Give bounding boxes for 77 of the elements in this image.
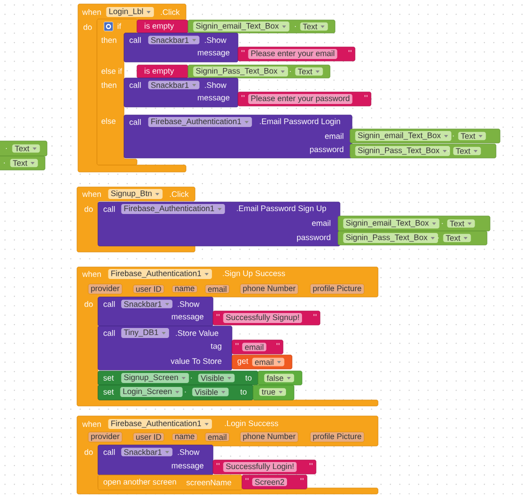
block-label: when <box>82 271 101 277</box>
block-label: do <box>84 449 93 455</box>
block-label: message <box>172 464 204 470</box>
block-label: .Email Password Login <box>260 118 340 126</box>
block-label: to <box>245 375 252 381</box>
block-label: .Show <box>178 301 200 307</box>
dropdown-field: Firebase_Authentication1 <box>148 117 252 127</box>
block-label: .Click <box>170 191 189 197</box>
block-label: .Sign Up Success <box>222 270 286 278</box>
block-label: email <box>325 133 344 139</box>
parameter-chip: email <box>205 284 230 294</box>
dropdown-field: true <box>259 388 286 396</box>
block-label: call <box>130 119 141 125</box>
block-label: else if <box>102 68 122 74</box>
parameter-chip: phone Number <box>240 284 298 294</box>
block-label: .Show <box>204 37 226 43</box>
block-label: password <box>310 146 344 154</box>
block-label: tag <box>210 344 222 350</box>
block-label: . <box>294 26 296 27</box>
block-label: . <box>4 162 5 164</box>
parameter-chip: user ID <box>133 284 164 294</box>
block-label: message <box>198 51 230 57</box>
block-label: then <box>101 37 116 43</box>
block-label: when <box>82 191 101 197</box>
parameter-chip: user ID <box>133 432 164 442</box>
block-label: else <box>102 118 116 124</box>
parameter-chip: provider <box>88 432 122 442</box>
block-label: email <box>312 220 330 226</box>
dropdown-field: Firebase_Authentication1 <box>108 269 212 279</box>
parameter-chip: provider <box>88 284 122 294</box>
block-label: set <box>103 389 114 395</box>
block-label: to <box>240 389 247 395</box>
block-label: .Login Success <box>224 420 278 428</box>
block-label: is empty <box>144 22 174 30</box>
block-label: open another screen <box>104 478 176 486</box>
block-label: .Show <box>178 449 200 455</box>
parameter-chip: email <box>205 432 230 442</box>
block-label: call <box>104 330 115 336</box>
parameter-chip: profile Picture <box>310 432 364 442</box>
parameter-chip: name <box>172 285 198 293</box>
parameter-chip: phone Number <box>240 432 298 442</box>
block-label: get <box>238 358 248 366</box>
block-label: do <box>84 24 92 30</box>
block-label: call <box>130 82 141 88</box>
block-label: .Email Password Sign Up <box>236 205 326 213</box>
block-label: do <box>84 301 93 307</box>
block-label: . <box>6 148 7 149</box>
block-label: call <box>104 206 115 212</box>
block-label: value To Store <box>170 358 222 364</box>
block-label: call <box>130 37 141 43</box>
block-label: when <box>82 421 101 427</box>
dropdown-field: Firebase_Authentication1 <box>121 204 225 214</box>
block-label: .Show <box>204 82 226 88</box>
block-label: then <box>101 82 116 88</box>
block-label: message <box>172 315 204 321</box>
block-label: set <box>103 375 114 381</box>
block-label: . <box>448 150 449 152</box>
dropdown-field: Signin_email_Text_Box <box>343 218 440 229</box>
block-label: password <box>297 234 330 242</box>
block-label: . <box>290 71 291 72</box>
block-label: if <box>118 23 122 29</box>
block-label: do <box>84 206 93 212</box>
block-label: is empty <box>144 68 174 76</box>
dropdown-field: Firebase_Authentication1 <box>108 419 212 429</box>
text-field: Please enter your password <box>248 94 352 104</box>
parameter-chip: name <box>172 433 198 441</box>
block-label: screenName <box>186 480 232 486</box>
block-label: call <box>104 449 115 455</box>
block-label: call <box>104 301 115 307</box>
block-label: message <box>198 96 230 102</box>
block-label: .Store Value <box>176 330 218 336</box>
block-label: . <box>442 223 443 224</box>
parameter-chip: profile Picture <box>310 284 364 294</box>
dropdown-field: Signin_email_Text_Box <box>193 21 290 32</box>
dropdown-field: Signin_email_Text_Box <box>355 130 452 142</box>
block-label: .Click <box>160 9 180 15</box>
block-label: when <box>82 9 101 15</box>
